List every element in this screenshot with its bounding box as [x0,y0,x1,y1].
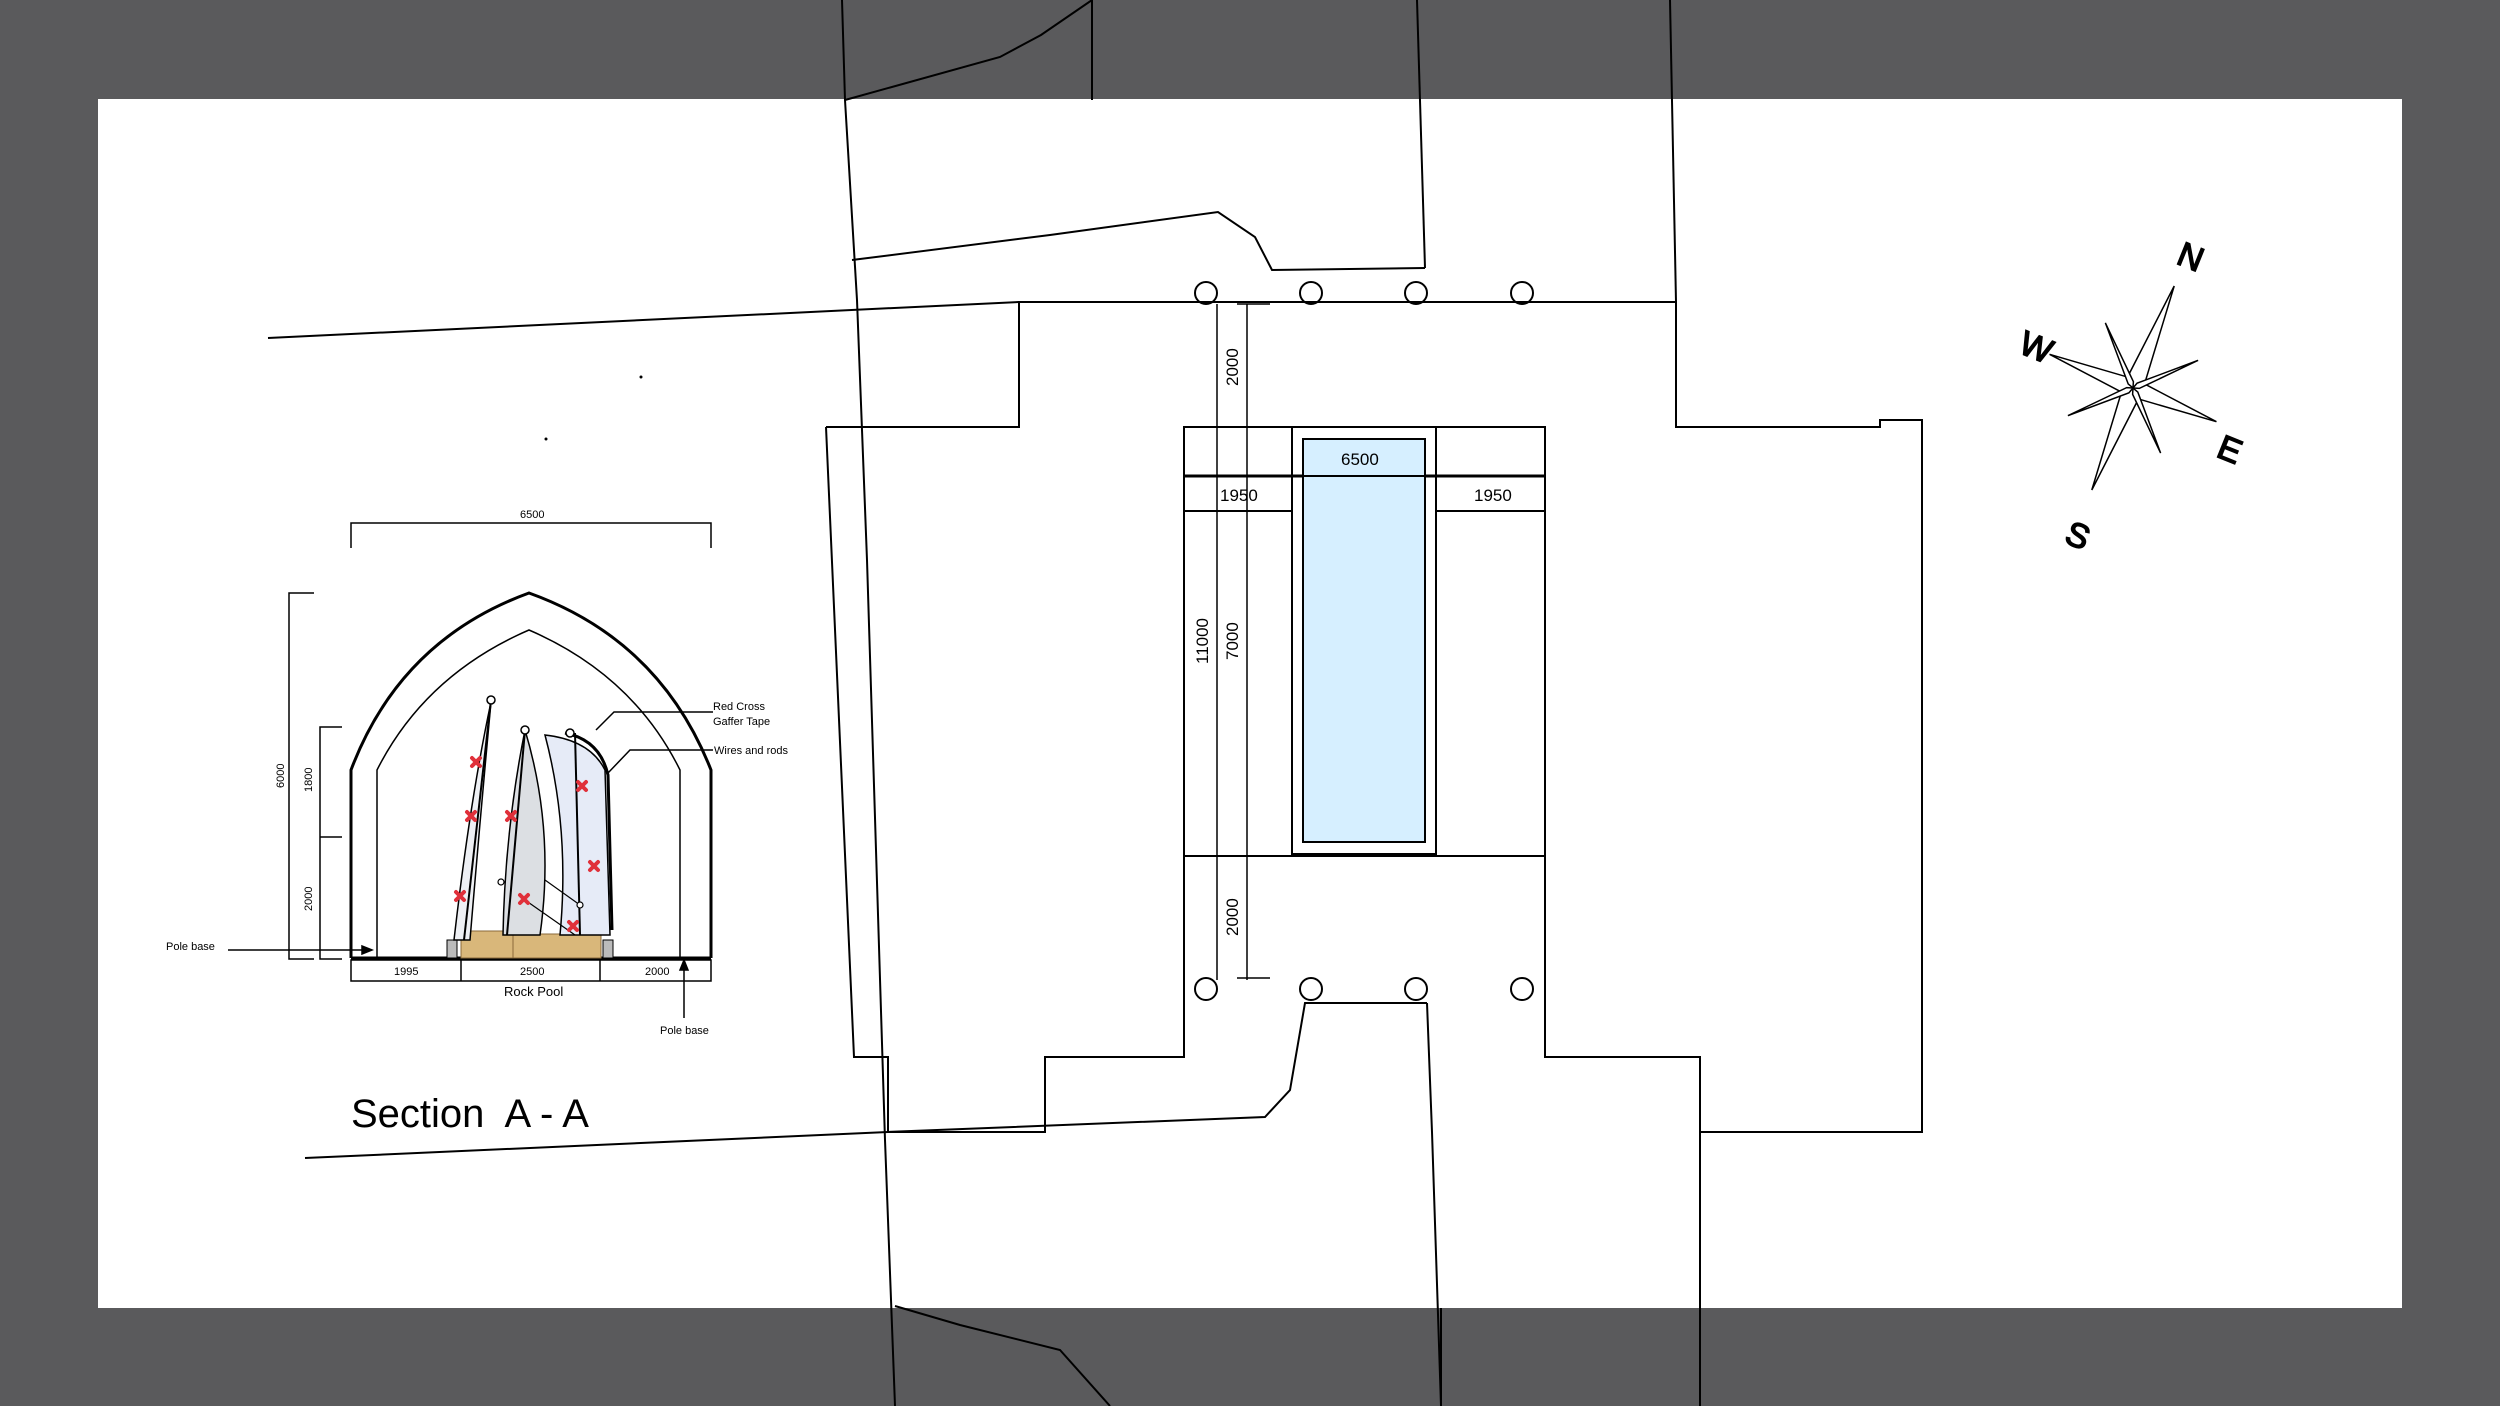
callout-tape-line2: Gaffer Tape [713,716,770,728]
stray-dot-2 [544,437,548,441]
section-dim-top [350,522,712,548]
wire-2 [544,879,581,906]
road-line-6 [1426,1002,1442,1406]
path-bottom [894,1305,1111,1406]
site-boundary-bottom [304,1131,889,1159]
path-top [844,0,1093,101]
tape-mark-1 [470,756,482,768]
section-dim-left-outer [288,592,314,960]
plan-dim-6500: 6500 [1341,450,1379,469]
joint-2 [576,901,584,909]
callout-wires: Wires and rods [714,745,788,757]
section-base-label: Rock Pool [504,984,563,999]
tape-mark-5 [518,893,530,905]
tape-mark-3 [454,890,466,902]
column-n1 [1194,281,1218,305]
path-south [886,1002,1427,1133]
pole-base-left-arrow [361,944,375,956]
section-dim-width: 6500 [520,509,544,521]
tape-mark-2 [465,810,477,822]
tape-mark-8 [567,920,579,932]
callout-wires-leader [607,749,713,774]
pole-2 [506,729,526,936]
column-s4 [1510,977,1534,1001]
sail-1 [453,701,492,941]
column-s1 [1194,977,1218,1001]
plan-dim-1950-right: 1950 [1474,486,1512,505]
column-n2 [1299,281,1323,305]
section-dim-lower: 2000 [303,887,315,911]
callout-tape-line1: Red Cross [713,701,765,713]
white-sheet [98,99,2402,1308]
inner-arch [376,629,681,958]
pole-3 [574,732,581,936]
section-drawing [288,522,713,982]
column-s3 [1404,977,1428,1001]
pole-top-2 [520,725,530,735]
joint-1 [497,878,505,886]
column-n4 [1510,281,1534,305]
column-s2 [1299,977,1323,1001]
road-line-4 [1669,0,1677,303]
outer-arch [349,591,713,958]
pole-base-left-label: Pole base [166,941,215,953]
sail-2 [502,729,546,936]
site-plan [267,0,1923,1406]
tape-mark-4 [505,810,517,822]
building-outline [826,301,1923,1133]
section-dim-upper: 1800 [303,768,315,792]
compass-rose [2049,285,2217,491]
pole-base-left-block [446,939,458,959]
tape-marks [454,756,600,932]
section-title: Section A - A [351,1092,589,1136]
section-dim-base-right: 2000 [645,966,669,978]
plan-dim-7000: 7000 [1223,622,1242,660]
tape-mark-6 [576,780,588,792]
path-north [851,210,1426,272]
pole-1 [463,699,492,941]
building-outline-west [825,426,889,1132]
rock-pool [1302,438,1426,843]
section-base-strip [350,959,712,982]
pool-frame [1291,426,1437,855]
section-dim-base-left: 1995 [394,966,418,978]
stray-dot-1 [639,375,643,379]
column-n3 [1404,281,1428,305]
road-line-1 [841,0,896,1406]
road-line-3 [1416,0,1426,269]
site-boundary-top [267,301,1020,339]
wood-box-2 [512,933,602,959]
plan-dim-2000-bottom: 2000 [1223,898,1242,936]
callout-tape-leader [595,711,713,731]
plan-dim-2000-top: 2000 [1223,348,1242,386]
tape-mark-7 [588,860,600,872]
pole-base-right-label: Pole base [660,1025,709,1037]
plan-dim-1950-left: 1950 [1220,486,1258,505]
pole-top-3 [565,728,575,738]
section-dim-left-inner [319,726,342,960]
pole-base-right-arrow [678,957,690,971]
wire-1 [524,899,576,936]
compass-point-nw [2104,322,2135,390]
section-dim-base-mid: 2500 [520,966,544,978]
section-dim-height: 6000 [275,764,287,788]
pole-top-1 [486,695,496,705]
plan-dim-11000: 11000 [1193,618,1212,664]
pole-base-right-block [602,939,614,959]
callouts [228,711,713,1018]
